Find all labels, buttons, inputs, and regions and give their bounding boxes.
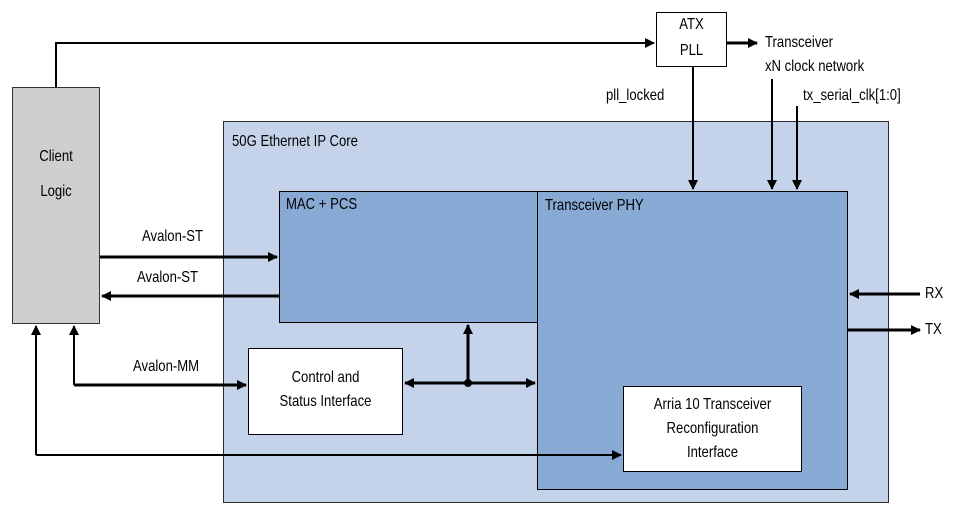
clock-network-line2: xN clock network (765, 58, 865, 75)
atx-pll-block (656, 12, 727, 67)
client-logic-line2: Logic (40, 183, 72, 200)
avalon-st-in-label: Avalon-ST (142, 228, 204, 245)
control-status-line2: Status Interface (279, 393, 372, 410)
mac-pcs-title: MAC + PCS (286, 196, 358, 213)
mac-pcs-block (279, 191, 539, 323)
clock-network-line1: Transceiver (765, 34, 834, 51)
avalon-st-out-label: Avalon-ST (137, 269, 199, 286)
tx-label: TX (925, 321, 942, 338)
tx-serial-clk-label: tx_serial_clk[1:0] (803, 87, 901, 104)
atx-pll-line2: PLL (679, 42, 704, 59)
reconfig-line2: Reconfiguration (666, 420, 759, 437)
client-logic-block (12, 87, 100, 324)
reconfig-line1: Arria 10 Transceiver (653, 396, 772, 413)
control-status-interface (248, 348, 403, 435)
rx-label: RX (925, 285, 944, 302)
reconfig-line3: Interface (686, 444, 739, 461)
avalon-mm-label: Avalon-MM (133, 358, 200, 375)
ip-core-title: 50G Ethernet IP Core (232, 133, 358, 150)
pll-locked-label: pll_locked (606, 87, 665, 104)
transceiver-phy-title: Transceiver PHY (545, 197, 644, 214)
client-logic-line1: Client (39, 148, 73, 165)
control-status-line1: Control and (291, 369, 360, 386)
reconfiguration-interface (623, 386, 802, 472)
bus-junction-dot (464, 379, 472, 387)
atx-pll-line1: ATX (679, 16, 704, 33)
client-to-atx-arrow (55, 38, 655, 87)
